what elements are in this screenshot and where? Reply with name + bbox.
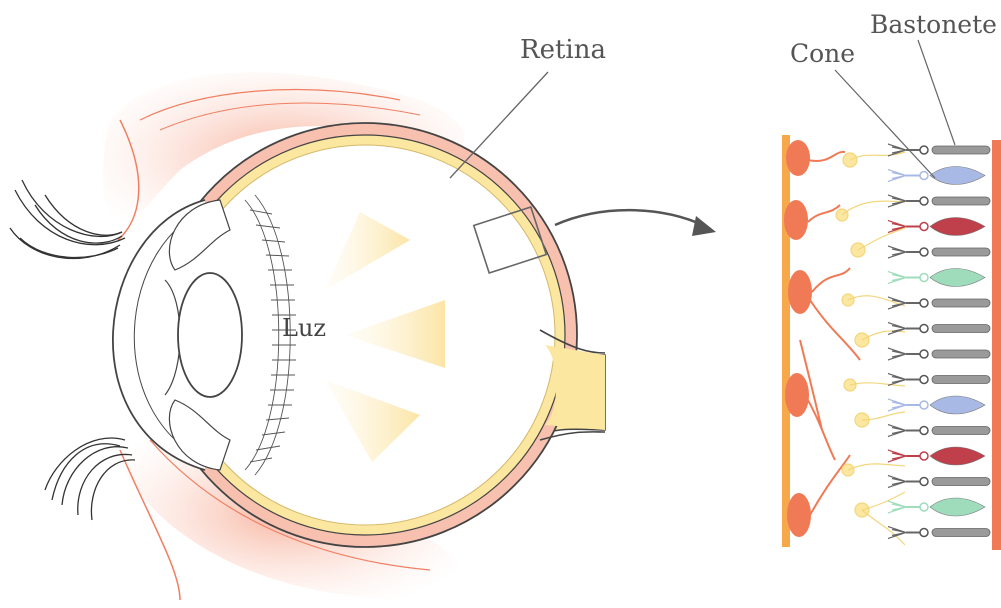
cone-green-cell xyxy=(888,498,985,516)
bipolar-cell-layer xyxy=(836,152,905,545)
ganglion-cell-layer xyxy=(784,140,860,537)
inner-limiting-membrane xyxy=(782,135,790,547)
bastonete-leader-line xyxy=(918,40,955,145)
rod-cell xyxy=(888,297,990,309)
rod-cell xyxy=(888,144,990,156)
rod-cell xyxy=(888,246,990,258)
rod-cell xyxy=(888,323,990,335)
rod-cell xyxy=(888,425,990,437)
pigment-epithelium xyxy=(992,140,1001,550)
rod-cell xyxy=(888,374,990,386)
cone-label: Cone xyxy=(790,39,855,68)
retina-leader-line xyxy=(450,72,548,178)
retina-cell-layer xyxy=(782,135,1001,550)
rod-cell xyxy=(888,348,990,360)
lens xyxy=(178,273,242,397)
cone-blue-cell xyxy=(888,396,985,414)
retina-label: Retina xyxy=(520,35,606,65)
cone-green-cell xyxy=(888,269,985,287)
cone-blue-cell xyxy=(888,167,985,185)
cone-red-cell xyxy=(888,447,985,465)
rod-cell xyxy=(888,527,990,539)
photoreceptor-layer xyxy=(888,144,990,539)
bastonete-label: Bastonete xyxy=(870,10,997,39)
luz-label: Luz xyxy=(282,314,326,342)
rod-cell xyxy=(888,476,990,488)
rod-cell xyxy=(888,195,990,207)
cone-red-cell xyxy=(888,218,985,236)
zoom-arrow-icon xyxy=(555,210,716,236)
